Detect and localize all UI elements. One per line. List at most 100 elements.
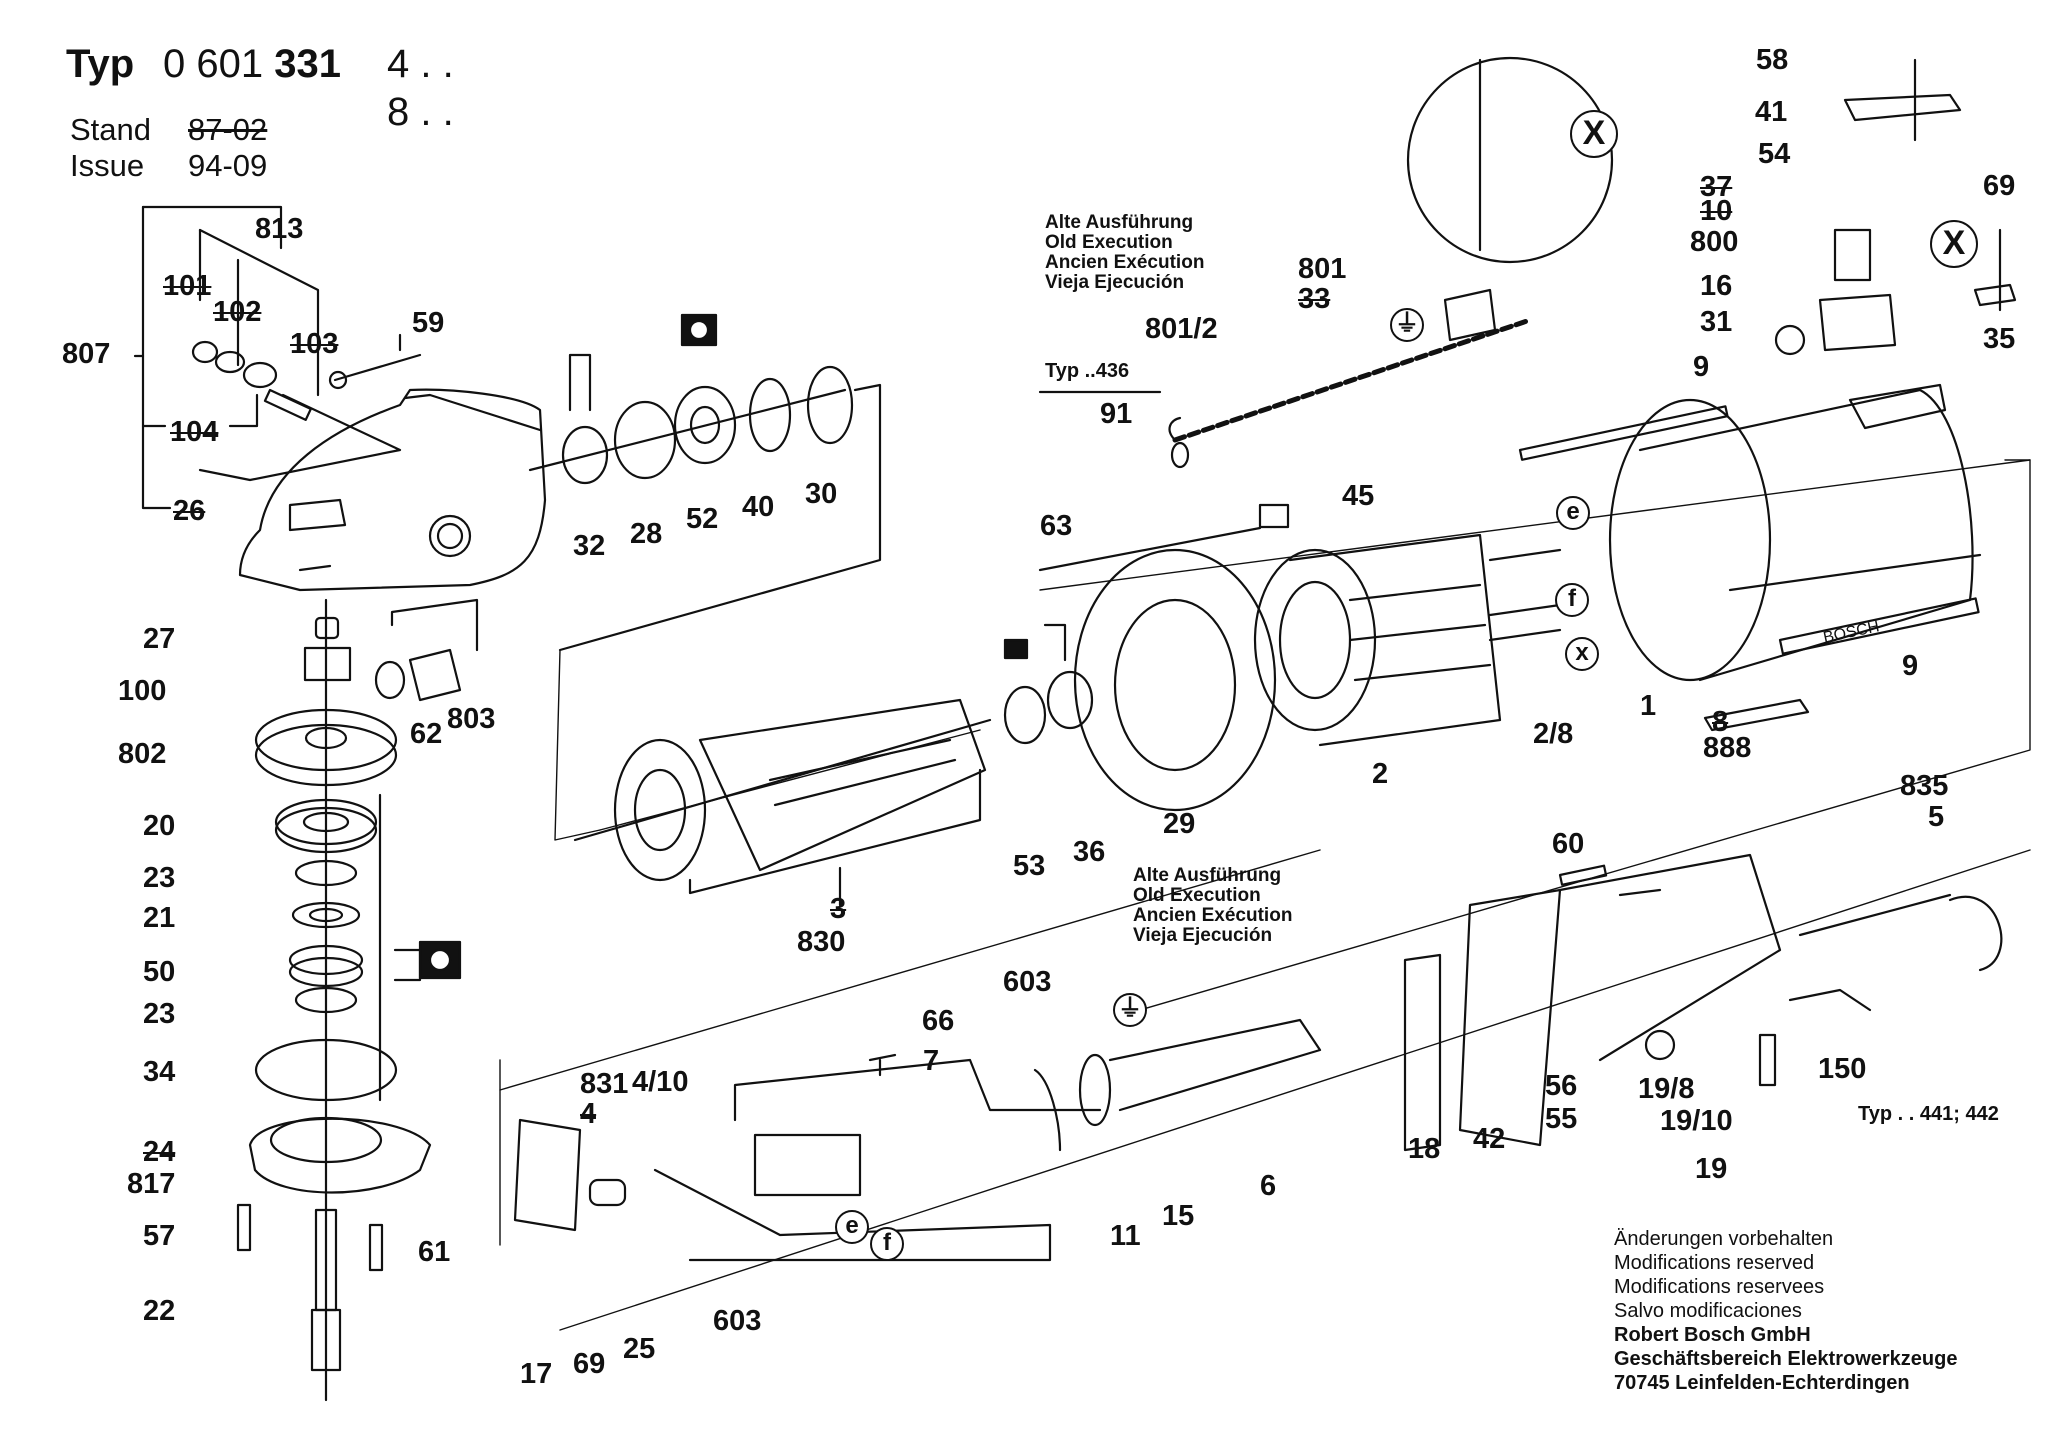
company-name: Robert Bosch GmbH <box>1614 1324 1811 1346</box>
part-label: 813 <box>255 213 304 245</box>
part-label: 603 <box>713 1305 762 1337</box>
part-label: 22 <box>143 1295 176 1327</box>
part-label: 3 <box>830 893 847 925</box>
stator-2 <box>1038 503 1562 747</box>
part-label: 60 <box>1552 828 1585 860</box>
part-label: 830 <box>797 926 846 958</box>
part-label: 801/2 <box>1145 313 1218 345</box>
marker-x-icon: X <box>1570 110 1618 158</box>
brush-holder-group <box>1406 56 2017 356</box>
old-execution-note-bottom: Alte Ausführung Old Execution Ancien Exé… <box>1133 866 1292 946</box>
part-label: 102 <box>213 296 262 328</box>
part-label: 19 <box>1695 1153 1728 1185</box>
part-label: 24 <box>143 1136 176 1168</box>
part-label: 26 <box>173 495 206 527</box>
part-label: 41 <box>1755 96 1788 128</box>
stand-value: 87-02 <box>188 112 268 147</box>
part-label: 23 <box>143 998 176 1030</box>
part-label: 61 <box>418 1236 451 1268</box>
part-label: 100 <box>118 675 167 707</box>
part-label: 42 <box>1473 1123 1506 1155</box>
part-label: 17 <box>520 1358 553 1390</box>
issue-value: 94-09 <box>188 148 268 183</box>
part-label: 66 <box>922 1005 955 1037</box>
ground-symbol-icon: ⏚ <box>1113 993 1147 1027</box>
note-line: Vieja Ejecución <box>1045 272 1185 293</box>
part-label: 6 <box>1260 1170 1277 1202</box>
stand-label: Stand <box>70 112 152 147</box>
spindle-stack <box>236 598 462 1402</box>
part-label: 10 <box>1700 195 1733 227</box>
part-label: 817 <box>127 1168 176 1200</box>
marker-f-icon: f <box>870 1227 904 1261</box>
footer-line: Modifications reservees <box>1614 1276 1825 1298</box>
model-prefix: 0 601 <box>163 42 264 86</box>
part-label: 31 <box>1700 306 1733 338</box>
note-line: Old Execution <box>1133 885 1261 906</box>
note-line: Ancien Exécution <box>1045 252 1205 273</box>
part-label: 800 <box>1690 226 1739 258</box>
part-label: 835 <box>1900 770 1949 802</box>
part-label: 104 <box>170 416 219 448</box>
part-label: 18 <box>1408 1133 1441 1165</box>
bearings-53-36 <box>1003 623 1094 745</box>
header-variant-2: 8 . . <box>387 90 454 134</box>
ground-wire-801 <box>1038 317 1533 469</box>
part-label: 2/8 <box>1533 718 1574 750</box>
armature <box>573 698 992 907</box>
part-label: 9 <box>1693 351 1710 383</box>
part-label: 69 <box>1983 170 2016 202</box>
issue-label: Issue <box>70 148 145 183</box>
part-label: 16 <box>1700 270 1733 302</box>
rear-handle <box>1403 853 2003 1152</box>
part-label: 803 <box>447 703 496 735</box>
part-label: 55 <box>1545 1103 1578 1135</box>
part-label: 9 <box>1902 650 1919 682</box>
header-model-number: 0 601 331 <box>163 42 341 87</box>
part-label: 831 <box>580 1068 629 1100</box>
part-label: 53 <box>1013 850 1046 882</box>
part-label: 801 <box>1298 253 1347 285</box>
part-label: 11 <box>1110 1220 1141 1252</box>
old-execution-note-top: Alte Ausführung Old Execution Ancien Exé… <box>1045 213 1204 293</box>
part-label: 2 <box>1372 758 1389 790</box>
bearing-row <box>528 313 882 652</box>
part-label: 4/10 <box>632 1066 689 1098</box>
part-label: 91 <box>1100 398 1133 430</box>
part-label: 45 <box>1342 480 1375 512</box>
part-label: 33 <box>1298 283 1331 315</box>
note-line: Vieja Ejecución <box>1133 925 1273 946</box>
part-label: 62 <box>410 718 443 750</box>
part-label: 34 <box>143 1056 176 1088</box>
part-label: 69 <box>573 1348 606 1380</box>
part-label: 19/10 <box>1660 1105 1733 1137</box>
bracket-807 <box>133 205 320 510</box>
marker-e-icon: e <box>835 1210 869 1244</box>
part-label: 28 <box>630 518 663 550</box>
part-label: 30 <box>805 478 838 510</box>
note-line: Old Execution <box>1045 232 1173 253</box>
part-label: 56 <box>1545 1070 1578 1102</box>
note-line: Alte Ausführung <box>1045 212 1194 233</box>
note-line: Alte Ausführung <box>1133 865 1282 886</box>
typ-441-442-note: Typ . . 441; 442 <box>1858 1103 1999 1125</box>
part-label: 54 <box>1758 138 1791 170</box>
part-label: 27 <box>143 623 176 655</box>
footer-line: Salvo modificaciones <box>1614 1300 1802 1322</box>
marker-x-icon: X <box>1930 220 1978 268</box>
part-label: 40 <box>742 491 775 523</box>
part-label: 57 <box>143 1220 176 1252</box>
part-label: 32 <box>573 530 606 562</box>
pinion-803 <box>374 598 479 702</box>
marker-e-icon: e <box>1556 496 1590 530</box>
part-label: 21 <box>143 902 176 934</box>
part-label: 8 <box>1712 706 1729 738</box>
header-typ-label: Typ <box>66 42 135 86</box>
part-label: 59 <box>412 307 445 339</box>
part-label: 15 <box>1162 1200 1195 1232</box>
typ-436-note: Typ ..436 <box>1045 360 1130 382</box>
part-label: 5 <box>1928 801 1945 833</box>
small-parts-101-104 <box>191 333 422 421</box>
gear-head-housing <box>198 388 547 592</box>
